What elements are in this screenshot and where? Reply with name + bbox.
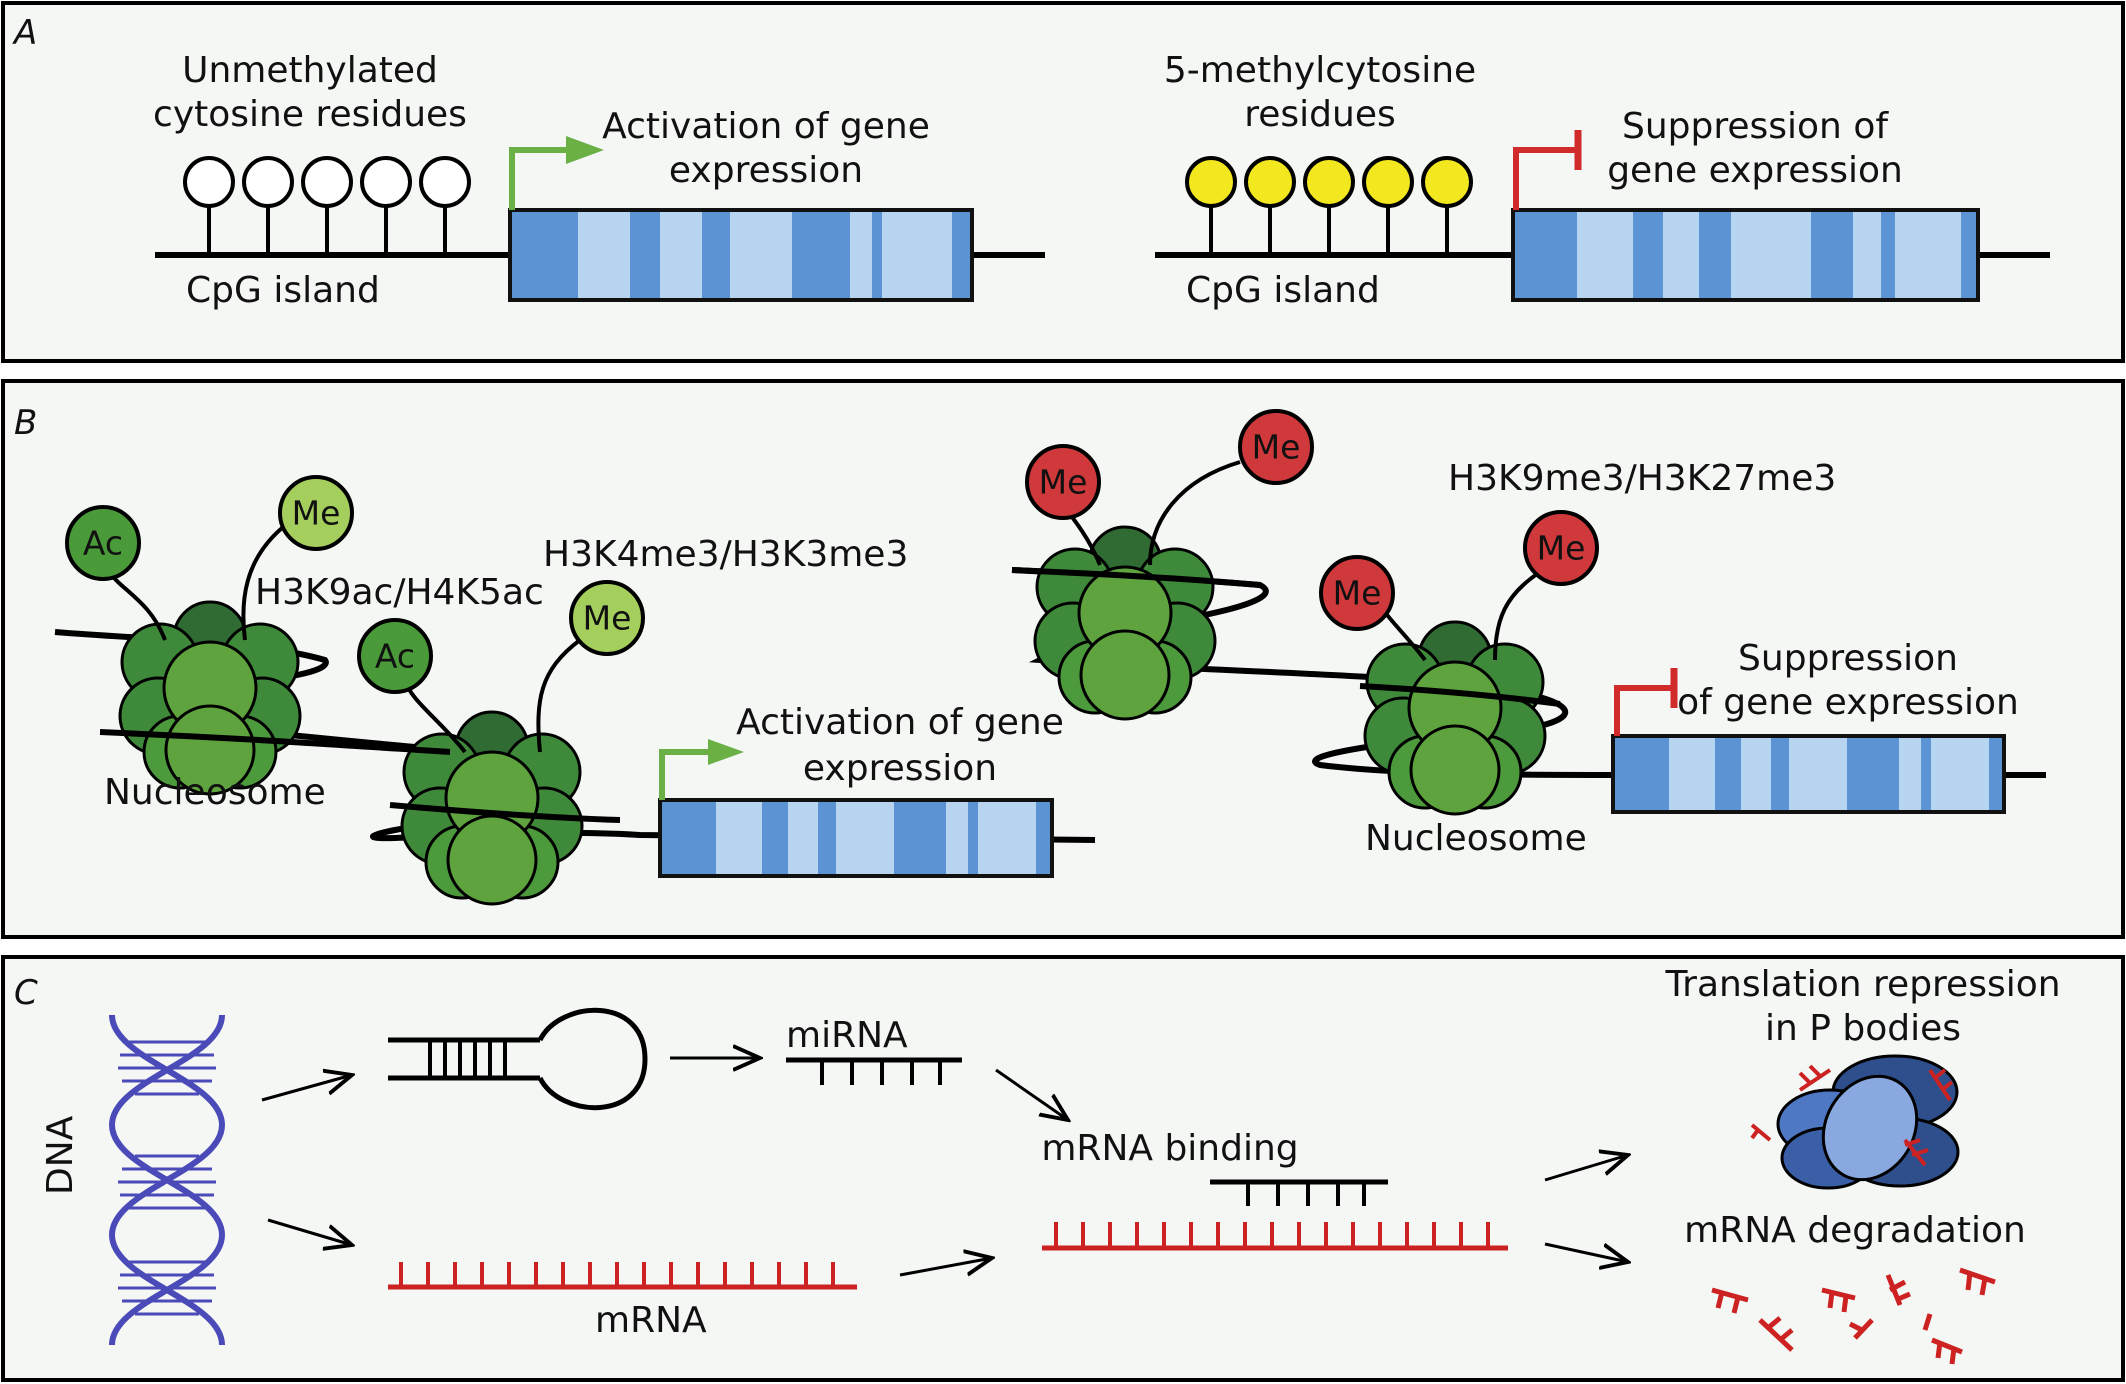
cpg-island-label: CpG island (1186, 270, 1380, 311)
methylated-cytosine-icon (1303, 156, 1355, 208)
methyl-group-icon: Me (569, 580, 645, 656)
methyl-group-icon: Me (1523, 510, 1599, 586)
repression-label-line1: Translation repression (1664, 964, 2060, 1005)
panel-a-letter: A (12, 13, 37, 53)
methyl-group-icon: Me (1319, 555, 1395, 631)
activation-arrow-icon (659, 739, 744, 800)
activation-arrow-icon (509, 136, 604, 210)
degradation-label: mRNA degradation (1684, 1210, 2026, 1251)
histone-marks-label: H3K9me3/H3K27me3 (1448, 458, 1836, 499)
methyl-label: Me (583, 599, 632, 638)
activation-label-line1: Activation of gene (736, 702, 1064, 743)
mrna-icon: mRNA (388, 1262, 857, 1341)
suppression-label-line2: of gene expression (1677, 682, 2019, 723)
gene-block (1511, 208, 1980, 302)
acetyl-label: Ac (375, 637, 415, 676)
methylated-cpg-group: 5-methylcytosine residues CpG island (1155, 50, 2050, 311)
activation-label-line1: Activation of gene (602, 106, 930, 147)
suppression-bar-icon (1513, 130, 1582, 210)
mrna-binding-complex: mRNA binding (1041, 1128, 1508, 1251)
suppression-label-line1: Suppression (1738, 638, 1958, 679)
p-body-icon (1750, 1054, 1960, 1190)
cpg-island-label: CpG island (186, 270, 380, 311)
methylated-cytosine-icon (1244, 156, 1296, 208)
acetyl-group-icon: Ac (357, 618, 433, 694)
acetyl-label: Ac (83, 524, 123, 563)
acetyl-group-icon: Ac (65, 505, 141, 581)
cytosine-lollipops (183, 156, 471, 255)
repression-label-line2: in P bodies (1765, 1008, 1961, 1049)
methylated-lollipops (1185, 156, 1473, 255)
arrow-icon (899, 1258, 992, 1277)
arrow-icon (261, 1075, 352, 1102)
arrow-icon (995, 1068, 1068, 1120)
panel-b: B (1, 379, 2125, 939)
arrow-icon (267, 1218, 352, 1245)
panel-c-letter: C (14, 973, 38, 1013)
methyl-group-icon: Me (278, 475, 354, 551)
repressive-chromatin-group: Me Me H3K9me3/H3K27me3 Me Me Nucleosome (1011, 409, 2046, 859)
nucleosome-label: Nucleosome (1365, 818, 1587, 859)
unmethylated-cpg-group: Unmethylated cytosine residues CpG islan… (153, 50, 1045, 311)
gene-block (658, 798, 1054, 878)
activation-label-line2: expression (803, 748, 997, 789)
histone-marks-label: H3K9ac/H4K5ac (255, 572, 544, 613)
methylated-cytosine-icon (1362, 156, 1414, 208)
unmethylated-cytosine-icon (242, 156, 294, 208)
suppression-label-line2: gene expression (1607, 150, 1903, 191)
methylated-cytosine-icon (1421, 156, 1473, 208)
dna-helix-icon (108, 1014, 226, 1346)
unmethylated-cytosine-icon (301, 156, 353, 208)
methylcytosine-label-line2: residues (1244, 94, 1396, 135)
nucleosome-label: Nucleosome (104, 772, 326, 813)
pre-mirna-hairpin-icon (388, 1008, 648, 1110)
nucleosome-icon (1033, 525, 1217, 721)
panel-b-letter: B (14, 403, 37, 443)
methyl-group-icon: Me (1025, 444, 1101, 520)
unmethylated-cytosine-icon (419, 156, 471, 208)
dna-label: DNA (40, 1115, 81, 1195)
methyl-label: Me (1252, 428, 1301, 467)
methylcytosine-label-line1: 5-methylcytosine (1164, 50, 1476, 91)
panel-c-frame (1, 955, 2125, 1382)
active-chromatin-group: Ac Me H3K9ac/H4K5ac Ac Me H3K4me3/H3K3me… (54, 475, 1096, 906)
methyl-group-icon: Me (1238, 409, 1314, 485)
methyl-label: Me (292, 494, 341, 533)
mrna-binding-label: mRNA binding (1041, 1128, 1298, 1169)
unmethylated-label-line2: cytosine residues (153, 94, 467, 135)
mrna-label: mRNA (595, 1300, 707, 1341)
nucleosome-icon (118, 600, 302, 796)
activation-label-line2: expression (669, 150, 863, 191)
nucleosome-icon (400, 710, 584, 906)
panel-a: A Unmethylated cytosine residues CpG isl… (1, 1, 2125, 363)
methyl-label: Me (1039, 463, 1088, 502)
gene-block (508, 208, 974, 302)
unmethylated-cytosine-icon (360, 156, 412, 208)
unmethylated-cytosine-icon (183, 156, 235, 208)
arrow-icon (1544, 1155, 1628, 1182)
unmethylated-label-line1: Unmethylated (182, 50, 438, 91)
suppression-label-line1: Suppression of (1622, 106, 1889, 147)
nucleosome-icon (1363, 620, 1547, 816)
panel-c: C DNA (1, 955, 2125, 1382)
suppression-bar-icon (1614, 668, 1678, 736)
arrow-icon (1544, 1242, 1628, 1262)
methyl-label: Me (1537, 529, 1586, 568)
mirna-icon: miRNA (786, 1015, 962, 1085)
histone-marks-label: H3K4me3/H3K3me3 (543, 534, 908, 575)
degraded-mrna-fragments-icon (1711, 1267, 1996, 1365)
methylated-cytosine-icon (1185, 156, 1237, 208)
methyl-label: Me (1333, 574, 1382, 613)
mirna-label: miRNA (786, 1015, 908, 1056)
gene-block (1611, 734, 2006, 814)
